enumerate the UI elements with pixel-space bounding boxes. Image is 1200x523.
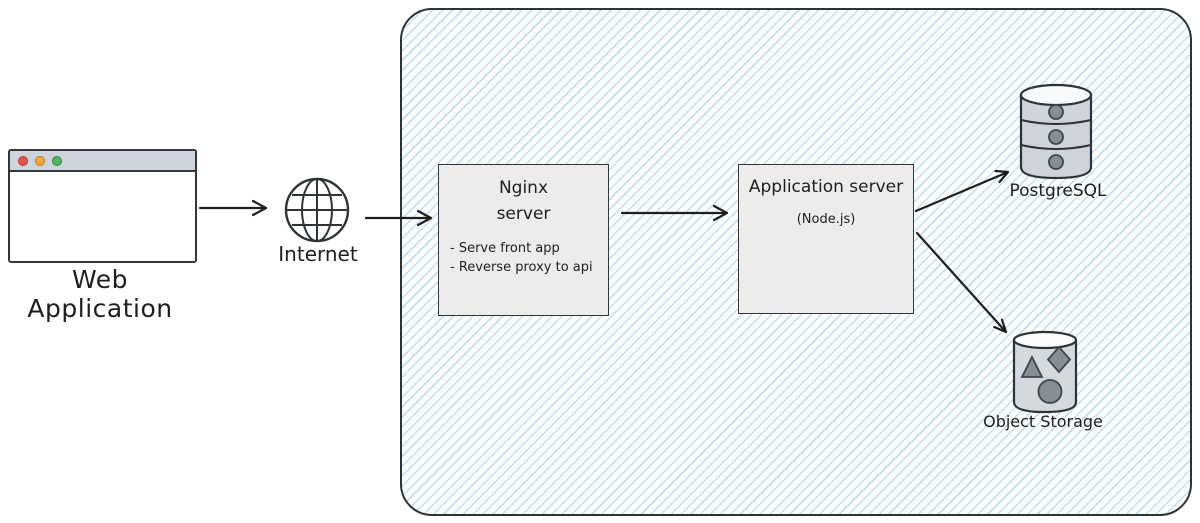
application-server-node: Application server (Node.js): [738, 164, 914, 314]
postgresql-label: PostgreSQL: [1009, 181, 1107, 201]
arrow-webapp-to-internet: [198, 199, 268, 217]
traffic-light-red-icon: [18, 155, 28, 166]
nginx-title-line1: Nginx: [498, 178, 549, 198]
database-icon: [1019, 83, 1093, 180]
nginx-bullet-1: - Serve front app: [450, 240, 560, 256]
application-server-subtitle: (Node.js): [796, 212, 856, 228]
traffic-light-green-icon: [52, 155, 62, 166]
object-storage-label: Object Storage: [983, 412, 1103, 431]
web-application-label: Web Application: [27, 265, 173, 323]
diamond-shape-icon: [1046, 345, 1072, 374]
nginx-bullet-2: - Reverse proxy to api: [450, 259, 593, 275]
traffic-light-yellow-icon: [35, 155, 45, 166]
application-server-title: Application server: [748, 177, 904, 197]
nginx-bullet-list: - Serve front app - Reverse proxy to api: [439, 240, 608, 278]
browser-titlebar: [10, 151, 195, 172]
browser-window: [8, 149, 197, 263]
nginx-title-line2: server: [496, 204, 551, 225]
nginx-server-node: Nginx server - Serve front app - Reverse…: [438, 164, 609, 316]
triangle-shape-icon: [1020, 354, 1044, 378]
object-storage-icon: [1012, 330, 1078, 414]
globe-icon: [284, 177, 350, 243]
internet-label: Internet: [278, 242, 358, 266]
circle-shape-icon: [1037, 379, 1063, 404]
